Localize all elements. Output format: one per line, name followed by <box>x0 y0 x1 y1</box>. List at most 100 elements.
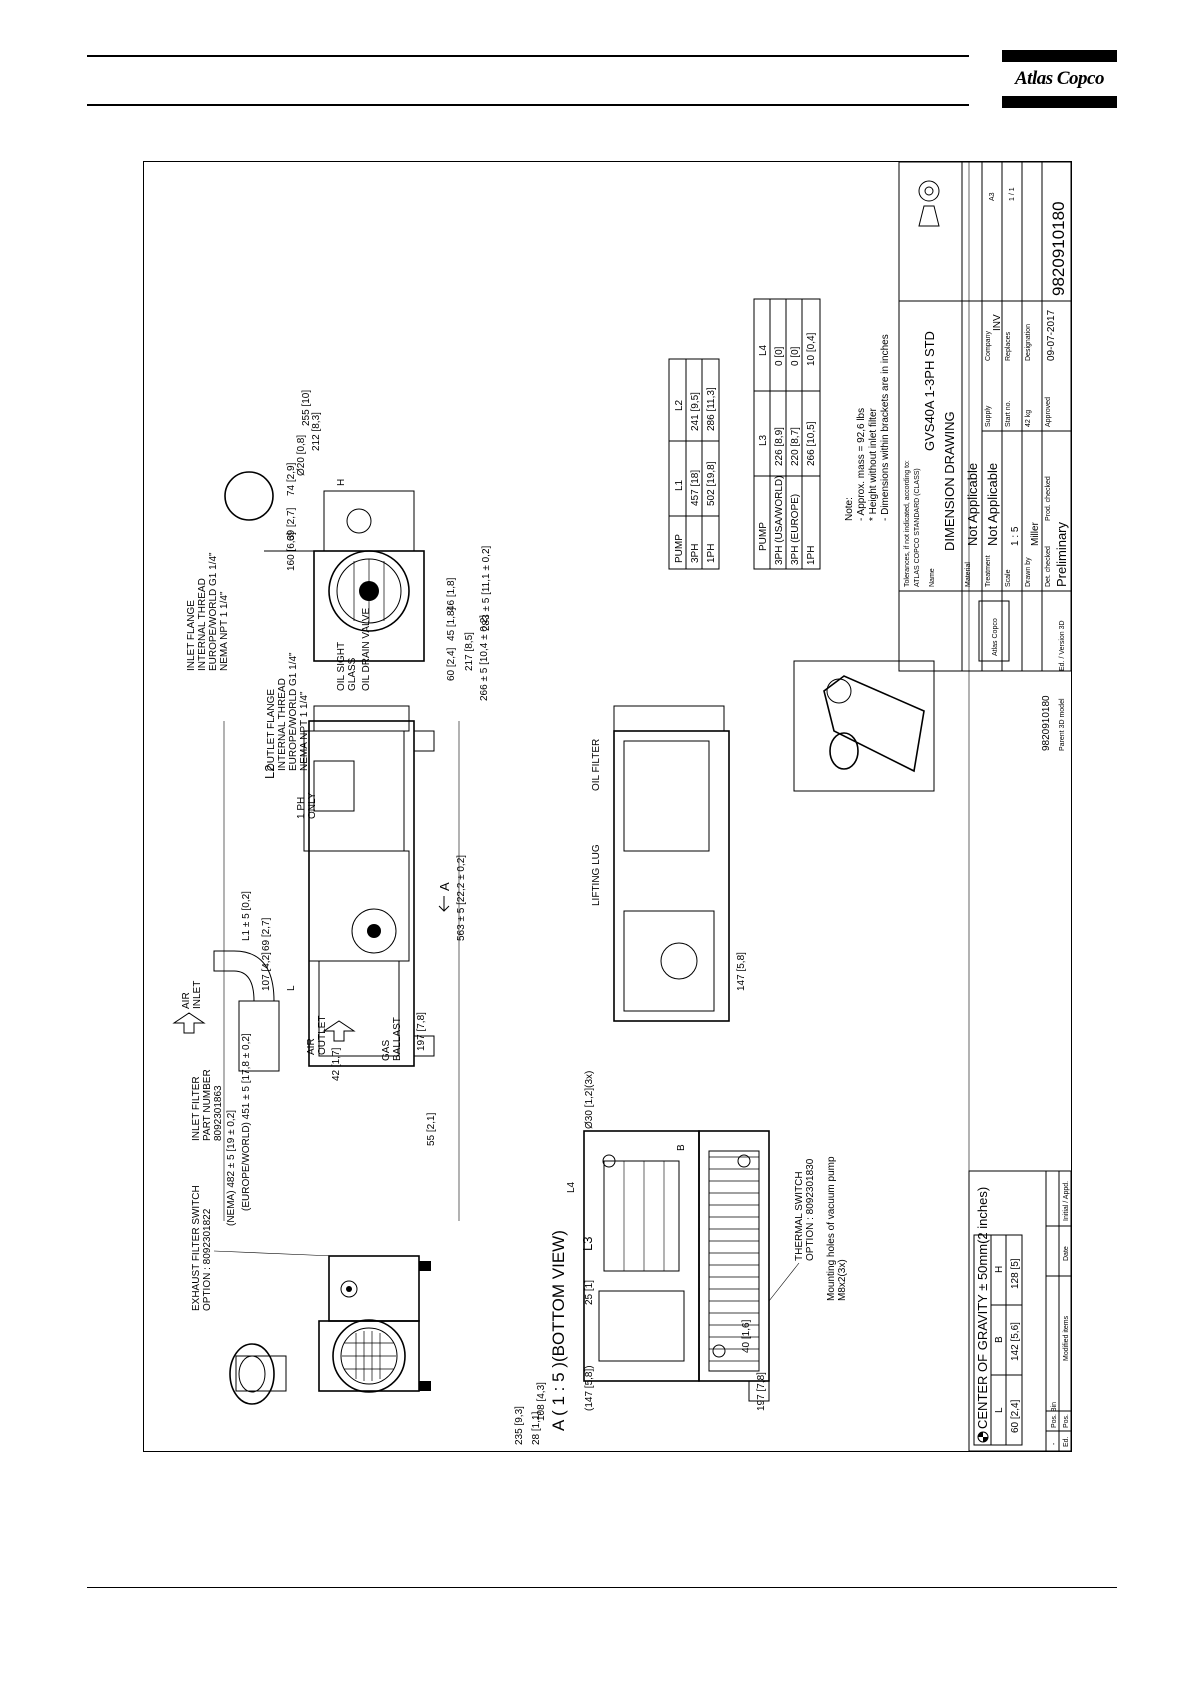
tb-tolerance-note: Tolerances, if not indicated, according … <box>904 460 911 587</box>
tb-designation-label: Designation <box>1025 324 1032 361</box>
dim-482-nema: (NEMA) 482 ± 5 [19 ± 0,2] <box>226 1110 237 1226</box>
dim-69-front: 69 [2,7] <box>286 507 297 541</box>
dim-30-holes: Ø30 [1,2](3x) <box>584 1071 595 1129</box>
inlet-filter-label-2: PART NUMBER <box>202 1069 213 1141</box>
oil-sight-glass-label-1: OIL SIGHT <box>336 642 347 691</box>
pt2-header-pump: PUMP <box>758 522 769 551</box>
note-1: - Approx. mass = 92,6 lbs <box>856 408 867 521</box>
tb-drawn-by-label: Drawn by <box>1025 557 1032 587</box>
air-outlet-label-1: AIR <box>306 1038 317 1055</box>
air-outlet-arrow-icon <box>322 1020 356 1042</box>
dim-212: 212 [8,3] <box>311 412 322 451</box>
lifting-lug-label: LIFTING LUG <box>591 844 602 906</box>
title-block: Tolerances, if not indicated, according … <box>898 162 1071 751</box>
dim-107: 107 [4,2] <box>261 952 272 991</box>
dim-42: 42 [1,7] <box>331 1047 342 1081</box>
pt1-row0-l1: 457 [18] <box>690 470 701 506</box>
pt1-row1-l1: 502 [19,8] <box>706 461 717 506</box>
tb-parent-label: Parent 3D model <box>1059 698 1066 751</box>
tb-treatment-label: Treatment <box>985 555 992 587</box>
rev-modified-header: Modified items <box>1063 1315 1070 1361</box>
tb-material-label: Material <box>965 562 972 587</box>
dim-25: 25 [1] <box>584 1280 595 1305</box>
rear-view: LIFTING LUG OIL FILTER 147 [5,8] <box>591 705 747 1022</box>
dim-40: 40 [1,6] <box>741 1319 752 1353</box>
exhaust-switch-label-1: EXHAUST FILTER SWITCH <box>191 1185 202 1311</box>
rev-ed-header: Ed. <box>1063 1436 1070 1447</box>
air-inlet-label-1: AIR <box>181 992 192 1009</box>
cog-value-h: 128 [5] <box>1010 1258 1021 1289</box>
gas-ballast-label-2: BALLAST <box>392 1017 403 1061</box>
oil-sight-glass-label-2: GLASS <box>347 657 358 691</box>
tb-status: Preliminary <box>1054 521 1069 587</box>
header-rule-bottom <box>87 104 969 106</box>
pt1-row1-l2: 286 [11,3] <box>706 387 717 431</box>
view-a-marker: A <box>437 882 452 891</box>
l-label: L <box>286 985 297 991</box>
air-inlet-label-2: INLET <box>192 981 203 1009</box>
one-ph-label-2: ONLY <box>307 792 318 819</box>
inlet-flange-label-2: INTERNAL THREAD <box>197 578 208 671</box>
pump-table-2: PUMP L3 L4 3PH (USA/WORLD) 226 [8,9] 0 [… <box>753 298 821 570</box>
cog-title: CENTER OF GRAVITY ± 50mm(2 inches) <box>975 1187 990 1429</box>
dim-46: 46 [1,8] <box>446 577 457 611</box>
cog-header-l: L <box>994 1407 1005 1413</box>
oil-filter-label: OIL FILTER <box>591 739 602 791</box>
tb-approved-label: Approved <box>1045 397 1052 427</box>
outlet-flange-label-4: NEMA NPT 1 1/4" <box>299 691 310 771</box>
cog-table: CENTER OF GRAVITY ± 50mm(2 inches) L B H… <box>973 1187 1023 1446</box>
b-label: B <box>676 1144 687 1151</box>
bottom-view-title: A ( 1 : 5 )(BOTTOM VIEW) <box>549 1230 568 1431</box>
outlet-flange-label-2: INTERNAL THREAD <box>277 678 288 771</box>
cog-value-b: 142 [5,6] <box>1010 1322 1021 1361</box>
pt1-header-l2: L2 <box>674 399 685 411</box>
rev-date-header: Date <box>1063 1246 1070 1261</box>
pt1-header-l1: L1 <box>674 479 685 491</box>
oil-drain-valve-label: OIL DRAIN VALVE <box>361 607 372 691</box>
cog-header-b: B <box>994 1336 1005 1343</box>
tb-prod-label: Prod. checked <box>1045 476 1052 521</box>
tb-checked-label: Det. checked <box>1045 546 1052 587</box>
tb-company-value: INV <box>992 314 1003 331</box>
side-view: INLET FILTER PART NUMBER 8092301863 AIR … <box>172 705 467 1226</box>
dim-74: 74 [2,9] <box>286 462 297 496</box>
air-inlet-arrow-icon <box>172 1012 206 1034</box>
exhaust-switch-label-2: OPTION : 8092301822 <box>202 1208 213 1311</box>
pt2-header-l3: L3 <box>758 434 769 446</box>
tb-title-value: DIMENSION DRAWING <box>942 411 957 551</box>
dim-197-bottom: 197 [7,8] <box>756 1372 767 1411</box>
dim-28: 28 [1,1] <box>531 1411 542 1445</box>
tb-replaces-label: Replaces <box>1005 331 1012 361</box>
end-view-exhaust: EXHAUST FILTER SWITCH OPTION : 809230182… <box>191 1185 431 1405</box>
tb-treatment-value: Not Applicable <box>985 463 1000 546</box>
header-rule-top <box>87 55 969 57</box>
air-outlet-label-2: OUTLET <box>317 1016 328 1055</box>
pt2-row2-l4: 10 [0,4] <box>806 332 817 366</box>
tb-drawing-ref: 9820910180 <box>1041 695 1052 751</box>
inlet-filter-label-1: INLET FILTER <box>191 1076 202 1141</box>
l3-label: L3 <box>580 1237 595 1251</box>
thermal-switch-label-1: THERMAL SWITCH <box>794 1171 805 1261</box>
dim-197-side: 197 [7,8] <box>416 1012 427 1051</box>
logo-bar-top <box>1002 50 1117 62</box>
dim-160: 160 [6,3] <box>286 532 297 571</box>
dim-266: 266 ± 5 [10,4 ± 0,2] <box>479 615 490 701</box>
l2-label: L2 <box>262 765 277 779</box>
inlet-filter-label-3: 8092301863 <box>213 1085 224 1141</box>
footer-rule <box>87 1587 1117 1588</box>
dim-147-bottom: (147 [5,8]) <box>584 1365 595 1411</box>
tb-company-label: Company <box>985 331 992 361</box>
dim-l1: L1 ± 5 [0,2] <box>241 891 252 941</box>
dim-69-side: 69 [2,7] <box>261 917 272 951</box>
cog-value-l: 60 [2,4] <box>1010 1399 1021 1433</box>
projection-symbol-icon <box>918 180 940 227</box>
rev-row-pos: Pos. Bin <box>1051 1402 1058 1428</box>
view-a-arrow-icon <box>438 896 450 912</box>
dim-45: 45 [1,8] <box>446 607 457 641</box>
bottom-view: A ( 1 : 5 )(BOTTOM VIEW) <box>514 1071 848 1445</box>
dim-255: 255 [10] <box>301 390 312 426</box>
cog-header-h: H <box>994 1266 1005 1273</box>
outlet-flange-label-1: OUTLET FLANGE <box>266 689 277 771</box>
one-ph-label-1: 1 PH <box>296 797 307 819</box>
tb-version-label: Ed. / Version 3D <box>1059 620 1066 671</box>
